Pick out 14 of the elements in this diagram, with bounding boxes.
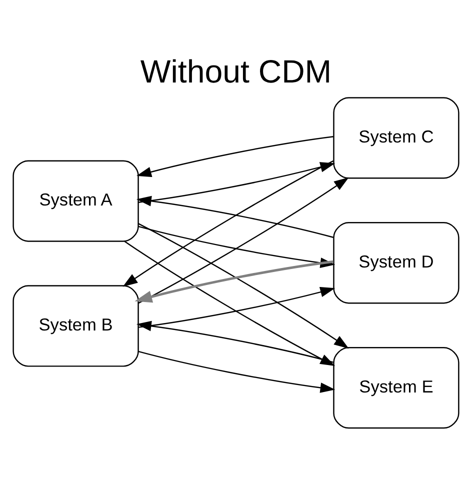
node-box: System D: [333, 222, 460, 304]
arrow: [136, 196, 334, 238]
node-box: System C: [333, 97, 460, 179]
arrow: [122, 160, 334, 287]
arrow: [138, 177, 349, 304]
node-box: System A: [12, 160, 139, 242]
arrow: [138, 223, 349, 349]
arrow: [138, 286, 336, 328]
node-box: System B: [12, 285, 139, 367]
node-box: System E: [333, 347, 460, 429]
diagram-title: Without CDM: [140, 54, 332, 90]
arrow: [134, 260, 334, 303]
arrow: [136, 320, 334, 363]
arrow: [136, 136, 334, 178]
